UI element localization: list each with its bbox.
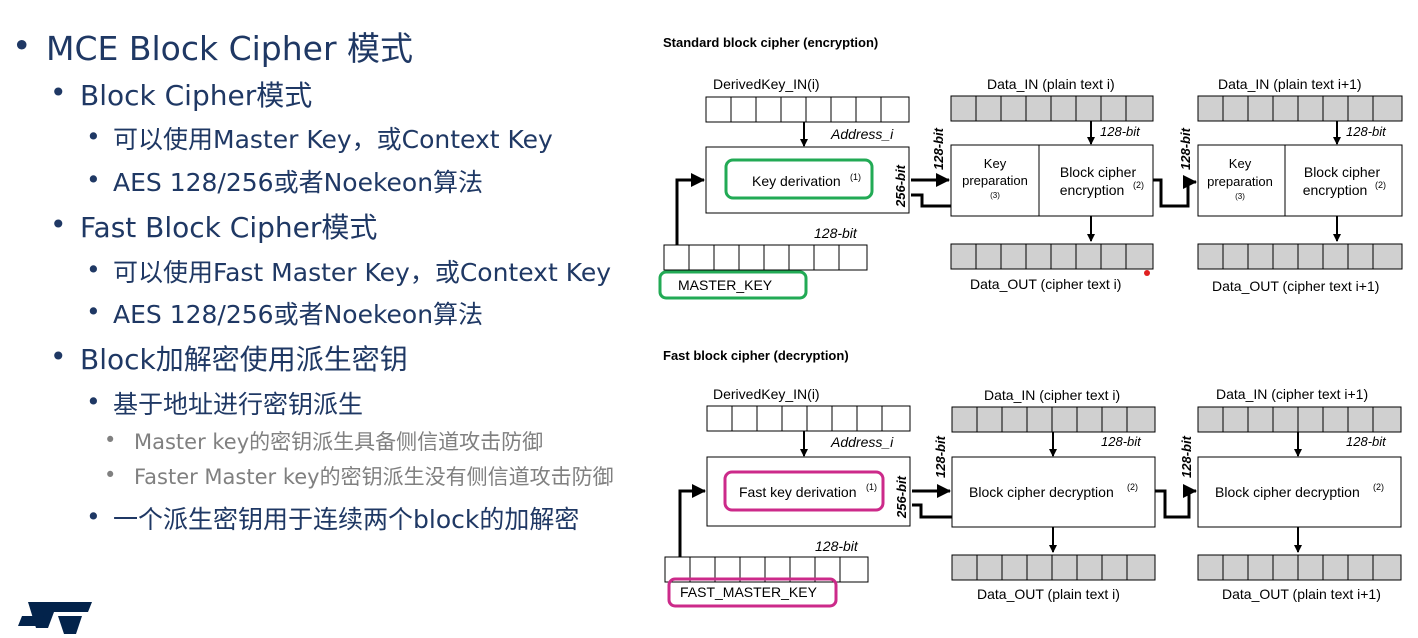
decrypt-note: (2) [1127, 482, 1138, 492]
cipher-2-note: (2) [1375, 180, 1386, 190]
data-in-1-register [950, 95, 1154, 122]
st-logo-icon [18, 602, 92, 634]
fast-key-derivation-highlight [723, 470, 885, 512]
fast-bits-128-a-label: 128-bit [1101, 434, 1142, 449]
data-out-1-register [950, 243, 1154, 270]
key-prep-2-line2: preparation [1207, 174, 1273, 189]
cipher-2-line1: Block cipher [1304, 164, 1381, 180]
fast-key-derivation-label: Fast key derivation [739, 484, 857, 500]
fast-data-in-1-register [951, 406, 1156, 433]
data-out-2-register [1197, 243, 1403, 270]
decrypt-2-note: (2) [1373, 482, 1384, 492]
fast-address-label: Address_i [830, 434, 894, 450]
bullet-block-mode-alg: AES 128/256或者Noekeon算法 [113, 168, 484, 197]
key-derivation-highlight [724, 158, 874, 200]
fast-master-key-label: FAST_MASTER_KEY [680, 584, 818, 600]
cipher-note: (2) [1133, 180, 1144, 190]
encryption-stage-1 [950, 144, 1154, 217]
data-in-2-register [1197, 95, 1403, 122]
fast-data-in-2-label: Data_IN (cipher text i+1) [1216, 386, 1368, 402]
bits-128-c-label: 128-bit [1346, 124, 1387, 139]
bits-128-d-label: 128-bit [1178, 127, 1193, 170]
standard-heading: Standard block cipher (encryption) [663, 35, 878, 50]
slide-title: MCE Block Cipher 模式 [46, 29, 414, 68]
bullet-dot: • [86, 165, 101, 194]
fast-data-out-2-register [1197, 554, 1402, 581]
data-in-1-label: Data_IN (plain text i) [987, 76, 1115, 92]
bullet-fast-mode-alg: AES 128/256或者Noekeon算法 [113, 300, 484, 329]
bits-128-key-label: 128-bit [814, 225, 858, 241]
bits-128-a-label: 128-bit [1100, 124, 1141, 139]
derived-key-label: DerivedKey_IN(i) [713, 76, 820, 92]
bullet-dot: • [86, 255, 101, 284]
fast-bits-128-key-label: 128-bit [815, 538, 859, 554]
cipher-line1: Block cipher [1060, 164, 1137, 180]
bullet-dot: • [86, 502, 101, 531]
address-label: Address_i [830, 126, 894, 142]
cursor-dot [1144, 270, 1150, 276]
bits-128-b-label: 128-bit [931, 127, 946, 170]
fast-bits-256-label: 256-bit [894, 475, 909, 519]
bullet-fast-mode: Fast Block Cipher模式 [80, 211, 378, 244]
fast-derived-key-label: DerivedKey_IN(i) [713, 386, 820, 402]
bullet-dot: • [12, 26, 32, 65]
cipher-2-line2: encryption [1303, 182, 1368, 198]
standard-encryption-diagram: Standard block cipher (encryption) Deriv… [658, 35, 1403, 300]
bullet-block-mode-key: 可以使用Master Key，或Context Key [113, 125, 553, 154]
key-derivation-label: Key derivation [752, 173, 841, 189]
fast-bits-128-d-label: 128-bit [1179, 435, 1194, 478]
decrypt-2-label: Block cipher decryption [1215, 484, 1360, 500]
bullet-one-key: 一个派生密钥用于连续两个block的加解密 [113, 505, 580, 534]
block-cipher-diagram: Standard block cipher (encryption) Deriv… [658, 35, 1403, 608]
fast-data-out-2-label: Data_OUT (plain text i+1) [1222, 586, 1381, 602]
fast-key-derivation-note: (1) [866, 482, 877, 492]
bullet-fast-mode-key: 可以使用Fast Master Key，或Context Key [113, 258, 612, 287]
data-out-2-label: Data_OUT (cipher text i+1) [1212, 278, 1379, 294]
key-prep-2-line1: Key [1229, 156, 1252, 171]
fast-master-key-highlight [667, 577, 838, 608]
cipher-line2: encryption [1060, 182, 1125, 198]
bits-256-label: 256-bit [893, 164, 908, 208]
bullet-dot: • [104, 463, 117, 487]
key-prep-line2: preparation [962, 173, 1028, 188]
encryption-stage-2 [1197, 144, 1403, 217]
fast-derived-key-register [706, 405, 911, 432]
derived-key-register [705, 96, 910, 123]
decryption-stage-1 [951, 456, 1156, 528]
bullet-dot: • [86, 297, 101, 326]
bullet-dot: • [50, 208, 67, 241]
data-in-2-label: Data_IN (plain text i+1) [1218, 76, 1362, 92]
bullet-master-sc: Master key的密钥派生具备侧信道攻击防御 [134, 430, 544, 454]
fast-key-derivation-box [706, 456, 911, 527]
fast-data-in-1-label: Data_IN (cipher text i) [984, 387, 1120, 403]
bullet-dot: • [50, 340, 67, 373]
key-prep-2-note: (3) [1235, 192, 1245, 201]
fast-heading: Fast block cipher (decryption) [663, 348, 849, 363]
bullet-derived: Block加解密使用派生密钥 [80, 343, 408, 376]
fast-bits-128-c-label: 128-bit [1346, 434, 1387, 449]
bullet-derived-addr: 基于地址进行密钥派生 [113, 390, 364, 419]
master-key-label: MASTER_KEY [678, 277, 773, 293]
key-prep-note: (3) [990, 191, 1000, 200]
decrypt-label: Block cipher decryption [969, 484, 1114, 500]
fast-data-out-1-label: Data_OUT (plain text i) [977, 586, 1120, 602]
fast-data-in-2-register [1197, 406, 1402, 433]
master-key-highlight [658, 270, 808, 300]
bullet-faster-sc: Faster Master key的密钥派生没有侧信道攻击防御 [134, 465, 614, 489]
decryption-stage-2 [1197, 456, 1402, 528]
bullet-dot: • [86, 122, 101, 151]
key-derivation-note: (1) [850, 172, 861, 182]
key-prep-line1: Key [984, 156, 1007, 171]
fast-decryption-diagram: Fast block cipher (decryption) DerivedKe… [663, 348, 1402, 608]
bullet-dot: • [86, 387, 101, 416]
master-key-register [663, 244, 868, 271]
bullet-block-mode: Block Cipher模式 [80, 79, 313, 112]
bullet-dot: • [104, 428, 117, 452]
key-derivation-box [705, 146, 910, 214]
bullet-dot: • [50, 76, 67, 109]
fast-data-out-1-register [951, 554, 1156, 581]
fast-bits-128-b-label: 128-bit [933, 435, 948, 478]
data-out-1-label: Data_OUT (cipher text i) [970, 276, 1121, 292]
